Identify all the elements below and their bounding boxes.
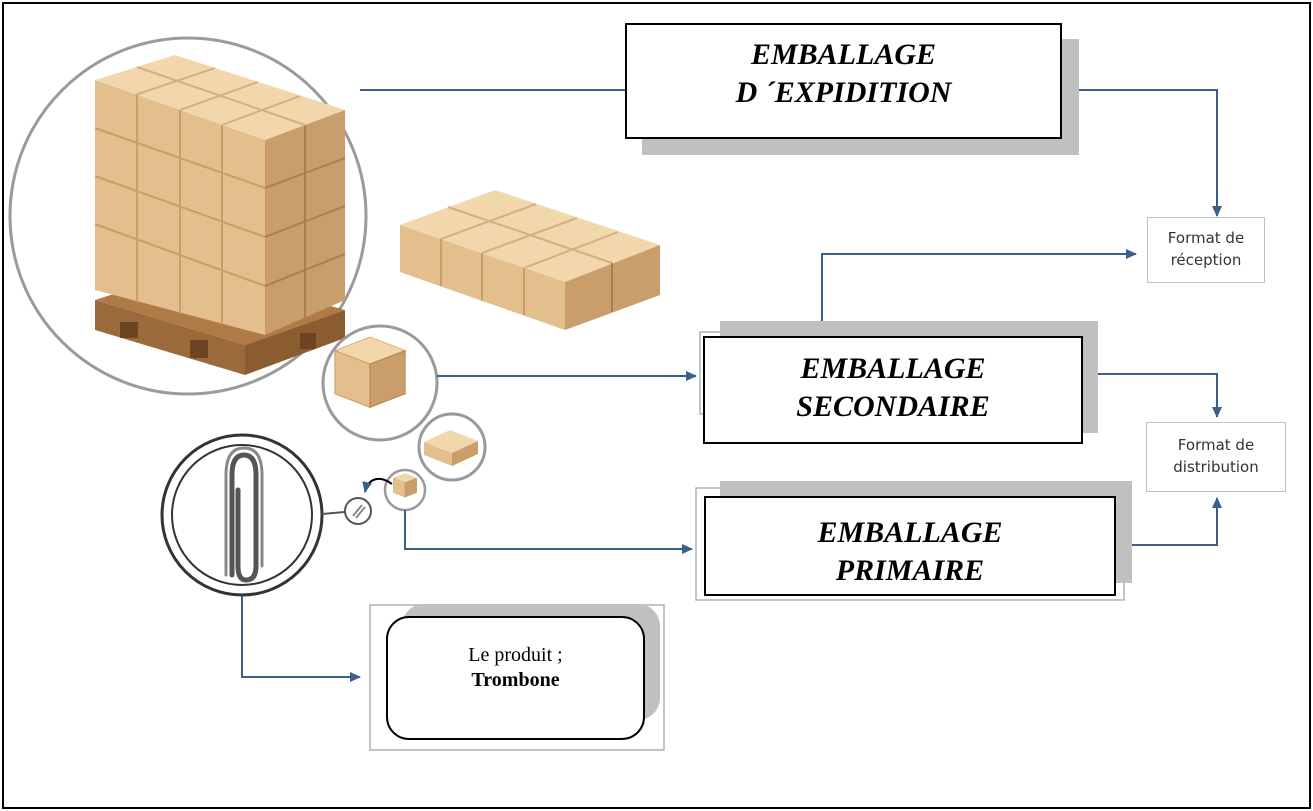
expedition-line1: EMBALLAGE <box>750 38 937 71</box>
expedition-box <box>625 23 1079 155</box>
reception-line2: réception <box>1170 251 1242 269</box>
distribution-line2: distribution <box>1173 458 1259 476</box>
expedition-line2: D ´EXPIDITION <box>735 75 952 109</box>
produit-line1: Le produit ; <box>468 644 563 666</box>
reception-box: Format de réception <box>1147 217 1265 283</box>
tiny-box-image <box>383 468 427 512</box>
expedition-label: EMBALLAGE D ´EXPIDITION <box>626 36 1061 111</box>
secondaire-line1: EMBALLAGE <box>800 352 986 385</box>
secondaire-line2: SECONDAIRE <box>796 389 990 423</box>
small-box-image <box>417 412 487 482</box>
primaire-box <box>695 481 1132 601</box>
paperclip-image <box>160 433 324 597</box>
produit-box <box>369 604 665 751</box>
distribution-box: Format de distribution <box>1146 422 1286 492</box>
single-box-image <box>321 324 439 442</box>
curved-arrow <box>362 477 393 493</box>
pallet-of-boxes-image <box>8 36 368 396</box>
distribution-line1: Format de <box>1177 436 1255 455</box>
tiny-paperclip-image <box>344 497 372 525</box>
secondaire-box <box>699 321 1098 444</box>
secondaire-label: EMBALLAGE SECONDAIRE <box>704 350 1082 425</box>
produit-label: Le produit ; Trombone <box>387 643 644 693</box>
primaire-label: EMBALLAGE PRIMAIRE <box>705 514 1115 589</box>
primaire-line2: PRIMAIRE <box>835 553 985 587</box>
box-layer-image <box>400 190 660 330</box>
reception-line1: Format de <box>1167 229 1245 248</box>
produit-line2: Trombone <box>471 669 560 691</box>
connectors <box>241 89 1222 682</box>
primaire-line1: EMBALLAGE <box>817 516 1003 549</box>
